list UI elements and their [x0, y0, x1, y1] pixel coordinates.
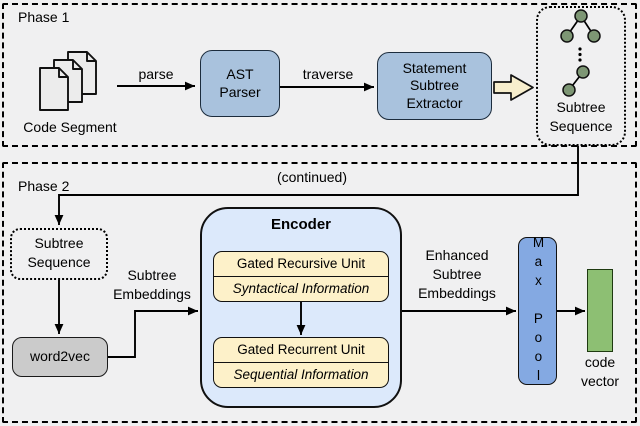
enhanced-subtree-embeddings-text: Enhanced Subtree Embeddings: [418, 247, 496, 301]
ast-parser-box: AST Parser: [200, 50, 280, 117]
phase1-title: Phase 1: [18, 9, 70, 25]
subtree-sequence-box-phase1: [536, 6, 626, 146]
max-pool-box: Max Pool: [518, 235, 557, 387]
code-vector-label: code vector: [568, 353, 632, 391]
subtree-embeddings-text: Subtree Embeddings: [113, 267, 191, 302]
phase2-title: Phase 2: [18, 178, 70, 194]
word2vec-label: word2vec: [30, 348, 90, 365]
code-vector-text: code vector: [580, 354, 620, 389]
sequential-information-label: Sequential Information: [233, 366, 369, 382]
ast-parser-label: AST Parser: [219, 66, 261, 100]
subtree-sequence-label-phase2: Subtree Sequence: [10, 234, 108, 272]
code-vector-bar: [587, 269, 613, 352]
statement-subtree-extractor-label: Statement Subtree Extractor: [402, 59, 467, 111]
enhanced-subtree-embeddings-label: Enhanced Subtree Embeddings: [408, 246, 506, 303]
subtree-embeddings-label: Subtree Embeddings: [102, 266, 202, 304]
syntactical-information-label: Syntactical Information: [232, 280, 370, 296]
traverse-arrow-label: traverse: [302, 66, 354, 82]
subtree-sequence-label-phase1: Subtree Sequence: [538, 98, 624, 136]
code-segment-label: Code Segment: [23, 119, 117, 135]
subtree-sequence-text: Subtree Sequence: [549, 99, 613, 134]
encoder-title: Encoder: [270, 216, 331, 233]
max-pool-label: Max Pool: [530, 235, 546, 387]
continued-label: (continued): [276, 169, 348, 185]
word2vec-box: word2vec: [12, 337, 108, 377]
gated-recursive-unit-label: Gated Recursive Unit: [214, 252, 388, 277]
gated-recurrent-unit-label: Gated Recurrent Unit: [214, 338, 388, 363]
parse-arrow-label: parse: [138, 66, 174, 82]
statement-subtree-extractor-box: Statement Subtree Extractor: [377, 52, 492, 120]
subtree-sequence-box-phase2: [10, 228, 108, 280]
gated-recurrent-unit-box: Gated Recurrent Unit Sequential Informat…: [213, 337, 389, 388]
gated-recursive-unit-box: Gated Recursive Unit Syntactical Informa…: [213, 251, 389, 302]
subtree-sequence-text-2: Subtree Sequence: [27, 235, 91, 270]
